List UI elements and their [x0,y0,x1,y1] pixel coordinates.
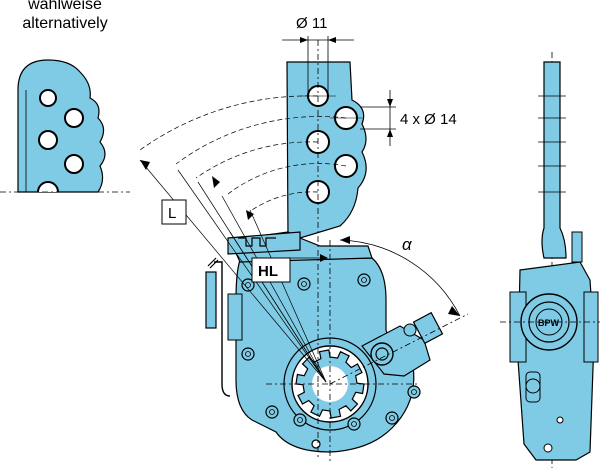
bolt-center [297,417,303,423]
bolt-center [411,389,417,395]
length-label-box [161,199,187,225]
bolt-center [361,277,367,283]
length-label: L [168,205,176,222]
housing-bolts [241,273,421,431]
hole-length-label: HL [258,263,278,280]
brand-logo: BPW [538,318,560,328]
bolt-center [351,421,357,427]
bolt-center [245,282,251,288]
bolt-center [245,351,251,357]
dimension-top-hole [282,36,354,96]
angle-label: α [402,235,413,254]
side-housing [517,261,595,461]
hole-length-label-box [251,257,291,283]
bolt-center [389,415,395,421]
bolt-center [269,409,275,415]
dim-holes-label: 4 x Ø 14 [400,111,457,128]
slack-adjuster-front-view [139,40,469,462]
side-lever [541,61,567,259]
caption-german: wahlweise [28,0,102,13]
dim-top-hole-label: Ø 11 [296,15,327,32]
dimension-holes [360,90,396,146]
alternative-lever-detail [0,59,130,193]
slack-adjuster-side-view: BPW [500,52,600,468]
bolt-center [301,281,307,287]
caption-english: alternatively [22,15,108,32]
